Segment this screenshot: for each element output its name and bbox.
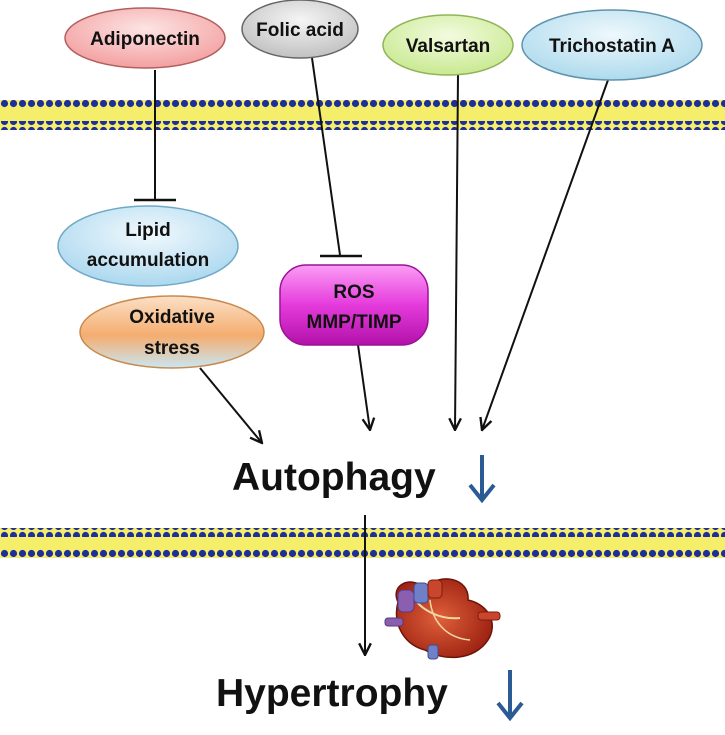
autophagy-label: Autophagy (232, 456, 436, 499)
autophagy-decrease-arrow-icon (468, 455, 496, 504)
connectors (134, 57, 609, 655)
oxidative-label-line1: Oxidative (129, 307, 215, 328)
valsartan-label: Valsartan (406, 36, 491, 57)
lipid-accumulation-node: Lipid accumulation (57, 205, 239, 287)
trichostatin-label: Trichostatin A (549, 36, 675, 57)
lower-membrane (0, 528, 725, 558)
adiponectin-label: Adiponectin (90, 29, 200, 50)
arrow-ros (357, 344, 370, 430)
oxidative-label-line2: stress (144, 338, 200, 359)
ros-label-line1: ROS (333, 282, 374, 303)
ros-mmp-timp-node: ROS MMP/TIMP (279, 264, 429, 346)
upper-membrane (0, 100, 725, 130)
oxidative-stress-node: Oxidative stress (79, 295, 265, 369)
lipid-label-line1: Lipid (125, 220, 170, 241)
arrow-trichostatin (482, 79, 609, 430)
lipid-label-line2: accumulation (87, 250, 209, 271)
hypertrophy-label: Hypertrophy (216, 672, 448, 715)
inhibit-line-folic-acid (311, 57, 341, 256)
heart-icon (384, 578, 501, 660)
hypertrophy-decrease-arrow-icon (496, 670, 524, 722)
folic-acid-node: Folic acid (241, 0, 359, 59)
folic-acid-label: Folic acid (256, 20, 344, 41)
arrow-oxidative (199, 367, 262, 443)
ros-label-line2: MMP/TIMP (307, 312, 402, 333)
valsartan-node: Valsartan (382, 14, 514, 76)
arrow-valsartan (455, 74, 458, 430)
trichostatin-node: Trichostatin A (521, 9, 703, 81)
adiponectin-node: Adiponectin (64, 7, 226, 69)
